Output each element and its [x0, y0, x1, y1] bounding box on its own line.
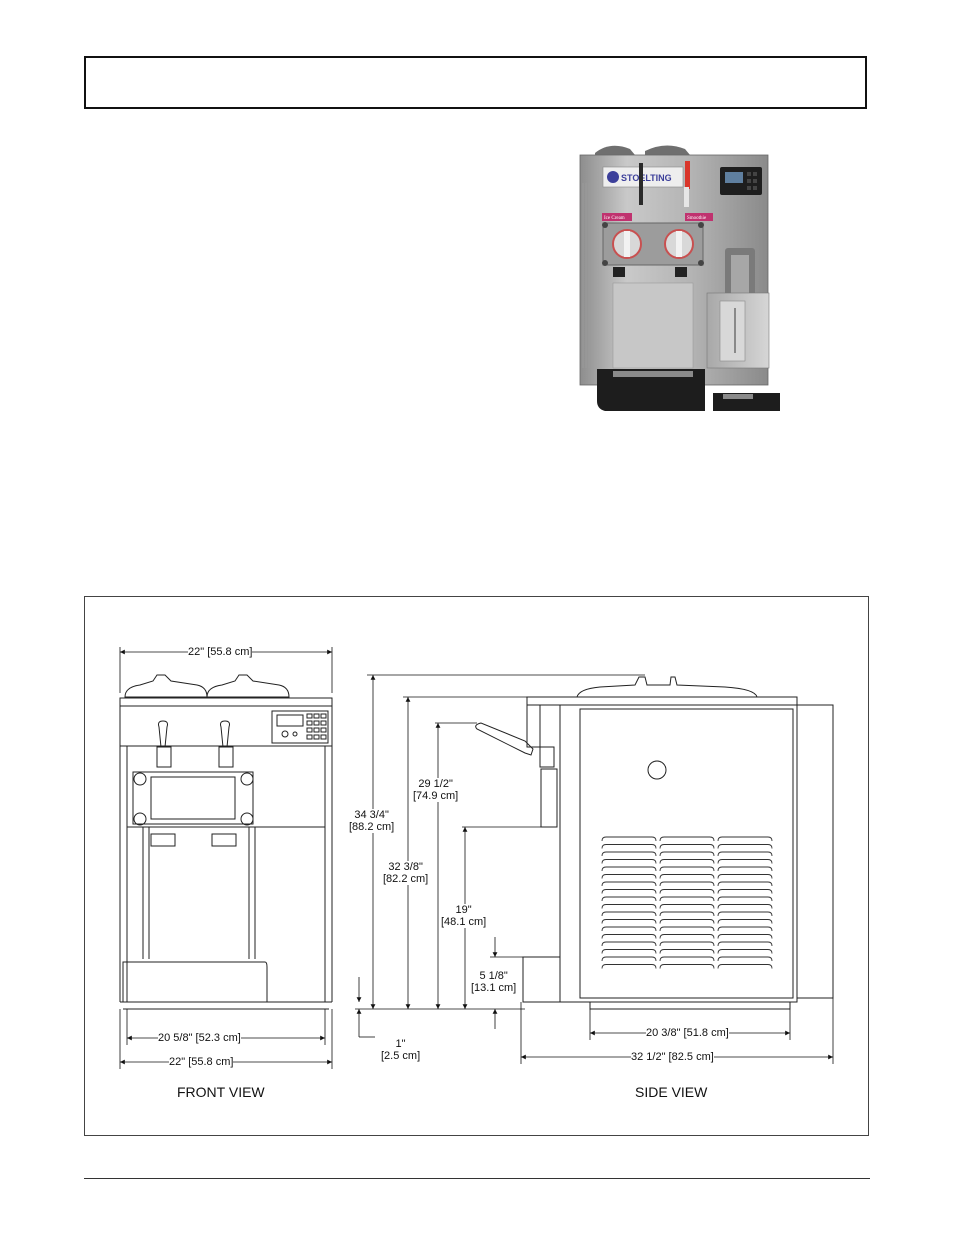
side-louvers [601, 836, 773, 969]
louver-slot [659, 836, 715, 842]
overall-height-label: 34 3/4" [88.2 cm] [349, 809, 395, 833]
louver-slot [659, 844, 715, 849]
cup-height-label: 19" [48.1 cm] [441, 904, 487, 928]
louver-slot [601, 874, 657, 879]
louver-slot [717, 956, 773, 962]
spout-height-label: 29 1/2" [74.9 cm] [413, 778, 459, 802]
louver-slot [717, 851, 773, 857]
front-view-label: FRONT VIEW [177, 1084, 265, 1100]
louver-slot [659, 866, 715, 872]
louver-slot [601, 844, 657, 849]
side-view-drawing [475, 676, 834, 1010]
louver-slot [659, 964, 715, 969]
louver-slot [717, 874, 773, 879]
body-height-label: 32 3/8" [82.2 cm] [383, 861, 429, 885]
page-title-box [84, 56, 867, 109]
louver-slot [601, 949, 657, 954]
louver-slot [717, 911, 773, 917]
louver-slot [601, 866, 657, 872]
louver-slot [717, 949, 773, 954]
ice-cream-label: Ice Cream [604, 216, 625, 221]
louver-slot [717, 926, 773, 932]
front-inner-width-label: 20 5/8" [52.3 cm] [158, 1032, 241, 1044]
louver-slot [601, 889, 657, 894]
louver-slot [659, 941, 715, 947]
louver-slot [659, 911, 715, 917]
louver-slot [659, 904, 715, 909]
louver-slot [717, 881, 773, 887]
louver-slot [717, 941, 773, 947]
louver-slot [601, 926, 657, 932]
louver-slot [659, 874, 715, 879]
louver-slot [659, 934, 715, 939]
smoothie-label: Smoothie [687, 216, 707, 221]
brand-logo: STOELTING [621, 173, 672, 183]
side-view-label: SIDE VIEW [635, 1084, 708, 1100]
louver-slot [717, 964, 773, 969]
louver-slot [659, 919, 715, 924]
front-view-drawing [119, 674, 333, 1010]
louver-slot [601, 934, 657, 939]
machine-photo: STOELTING Ice Cream Smoothie [579, 145, 780, 411]
louver-slot [659, 949, 715, 954]
louver-slot [601, 904, 657, 909]
dimension-drawing [119, 647, 834, 1069]
louver-slot [601, 859, 657, 864]
louver-slot [601, 881, 657, 887]
louver-slot [659, 881, 715, 887]
louver-slot [601, 911, 657, 917]
louver-slot [601, 919, 657, 924]
louver-slot [601, 941, 657, 947]
louver-slot [601, 836, 657, 842]
louver-slot [601, 964, 657, 969]
louver-slot [717, 844, 773, 849]
louver-slot [659, 956, 715, 962]
louver-slot [601, 851, 657, 857]
louver-slot [659, 896, 715, 902]
side-base-depth-label: 20 3/8" [51.8 cm] [646, 1027, 729, 1039]
side-overall-depth-label: 32 1/2" [82.5 cm] [631, 1051, 714, 1063]
louver-slot [717, 836, 773, 842]
louver-slot [717, 904, 773, 909]
front-top-width-label: 22" [55.8 cm] [188, 646, 253, 658]
louver-slot [601, 956, 657, 962]
louver-slot [659, 851, 715, 857]
louver-slot [659, 889, 715, 894]
dimension-drawing-frame: 22" [55.8 cm] 20 5/8" [52.3 cm] 22" [55.… [84, 596, 869, 1136]
louver-slot [717, 859, 773, 864]
louver-slot [601, 896, 657, 902]
leg-height-label: 1" [2.5 cm] [381, 1038, 421, 1062]
louver-slot [659, 926, 715, 932]
louver-slot [717, 919, 773, 924]
louver-slot [717, 889, 773, 894]
louver-slot [717, 866, 773, 872]
front-bottom-width-label: 22" [55.8 cm] [169, 1056, 234, 1068]
louver-slot [659, 859, 715, 864]
footer-rule [84, 1178, 870, 1179]
louver-slot [717, 934, 773, 939]
drip-height-label: 5 1/8" [13.1 cm] [471, 970, 517, 994]
louver-slot [717, 896, 773, 902]
